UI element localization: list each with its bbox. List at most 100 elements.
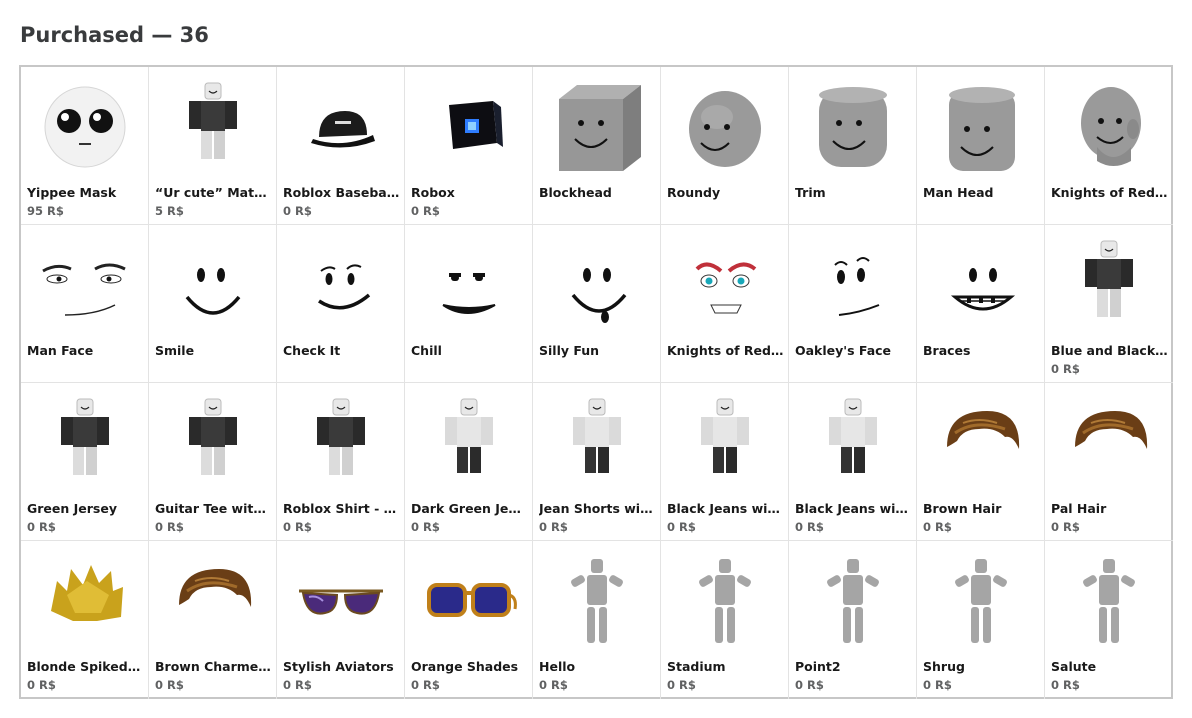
item-price: 0 R$ [923, 520, 952, 534]
item-card[interactable]: Knights of Redcliff Face [661, 225, 789, 383]
item-card[interactable]: Yippee Mask 95 R$ [21, 67, 149, 225]
page-title: Purchased — 36 [20, 23, 209, 47]
item-name: Pal Hair [1051, 501, 1107, 516]
item-card[interactable]: Stylish Aviators 0 R$ [277, 541, 405, 699]
item-price: 0 R$ [667, 678, 696, 692]
silly-fun-face-icon [549, 235, 645, 335]
item-card[interactable]: Chill [405, 225, 533, 383]
item-card[interactable]: Blockhead [533, 67, 661, 225]
smile-face-icon [165, 235, 261, 335]
item-card[interactable]: Black Jeans with Sneakers 0 R$ [661, 383, 789, 541]
item-name: Brown Hair [923, 501, 1002, 516]
item-card[interactable]: Silly Fun [533, 225, 661, 383]
hair-icon [933, 393, 1029, 493]
item-name: Roundy [667, 185, 721, 200]
man-face-icon [37, 235, 133, 335]
item-name: Trim [795, 185, 826, 200]
item-card[interactable]: Braces [917, 225, 1045, 383]
item-name: Braces [923, 343, 971, 358]
item-card[interactable]: Hello 0 R$ [533, 541, 661, 699]
item-card[interactable]: Oakley's Face [789, 225, 917, 383]
item-price: 5 R$ [155, 204, 184, 218]
shirt-avatar-icon [293, 393, 389, 493]
item-name: Jean Shorts with White Socks [539, 501, 656, 516]
item-name: Black Jeans with Sneakers [667, 501, 784, 516]
pants-avatar-icon [549, 393, 645, 493]
shirt-avatar-icon [37, 393, 133, 493]
item-card[interactable]: Smile [149, 225, 277, 383]
oakley-face-icon [805, 235, 901, 335]
pants-avatar-icon [805, 393, 901, 493]
item-card[interactable]: Roundy [661, 67, 789, 225]
item-card[interactable]: Blonde Spiked Hair 0 R$ [21, 541, 149, 699]
item-name: Smile [155, 343, 195, 358]
item-card[interactable]: Black Jeans with White Shoes0 R$ [789, 383, 917, 541]
item-name: Man Face [27, 343, 94, 358]
item-card[interactable]: Jean Shorts with White Socks0 R$ [533, 383, 661, 541]
item-name: Roblox Shirt - Simple [283, 501, 400, 516]
chill-face-icon [421, 235, 517, 335]
shirt-avatar-icon [165, 393, 261, 493]
item-card[interactable]: Man Head [917, 67, 1045, 225]
item-name: Orange Shades [411, 659, 519, 674]
item-price: 0 R$ [539, 678, 568, 692]
item-name: Robox [411, 185, 455, 200]
item-price: 0 R$ [1051, 678, 1080, 692]
inventory-grid: Yippee Mask 95 R$ “Ur cute” Matching Shir… [19, 65, 1173, 699]
item-price: 0 R$ [283, 678, 312, 692]
item-price: 0 R$ [155, 520, 184, 534]
shades-icon [421, 551, 517, 651]
item-price: 0 R$ [27, 678, 56, 692]
item-name: Man Head [923, 185, 994, 200]
item-name: Oakley's Face [795, 343, 892, 358]
item-name: Guitar Tee with Black Jacket [155, 501, 272, 516]
item-card[interactable]: Stadium 0 R$ [661, 541, 789, 699]
item-name: Blonde Spiked Hair [27, 659, 144, 674]
robox-icon [421, 77, 517, 177]
item-card[interactable]: Check It [277, 225, 405, 383]
item-card[interactable]: Brown Hair 0 R$ [917, 383, 1045, 541]
item-card[interactable]: Guitar Tee with Black Jacket 0 R$ [149, 383, 277, 541]
item-price: 0 R$ [795, 520, 824, 534]
braces-face-icon [933, 235, 1029, 335]
aviators-icon [293, 551, 389, 651]
item-card[interactable]: “Ur cute” Matching Shirt 5 R$ [149, 67, 277, 225]
spiked-hair-icon [37, 551, 133, 651]
emote-figure-icon [1061, 551, 1157, 651]
item-name: Hello [539, 659, 576, 674]
item-card[interactable]: Knights of Redcliff Head [1045, 67, 1173, 225]
knight-head-icon [1061, 77, 1157, 177]
item-name: Stadium [667, 659, 726, 674]
item-price: 95 R$ [27, 204, 64, 218]
roundy-head-icon [677, 77, 773, 177]
item-price: 0 R$ [667, 520, 696, 534]
item-name: Stylish Aviators [283, 659, 394, 674]
item-card[interactable]: Blue and Black Shirt0 R$ [1045, 225, 1173, 383]
item-name: Yippee Mask [27, 185, 117, 200]
emote-figure-icon [677, 551, 773, 651]
item-price: 0 R$ [155, 678, 184, 692]
check-it-face-icon [293, 235, 389, 335]
item-name: Knights of Redcliff Face [667, 343, 784, 358]
hair-icon [1061, 393, 1157, 493]
item-card[interactable]: Roblox Baseball Cap 0 R$ [277, 67, 405, 225]
item-card[interactable]: Man Face [21, 225, 149, 383]
item-name: Roblox Baseball Cap [283, 185, 400, 200]
blockhead-icon [549, 77, 645, 177]
item-name: “Ur cute” Matching Shirt [155, 185, 272, 200]
item-name: Blockhead [539, 185, 612, 200]
item-card[interactable]: Roblox Shirt - Simple0 R$ [277, 383, 405, 541]
item-name: Check It [283, 343, 341, 358]
item-card[interactable]: Trim [789, 67, 917, 225]
shirt-avatar-icon [165, 77, 261, 177]
item-price: 0 R$ [283, 204, 312, 218]
